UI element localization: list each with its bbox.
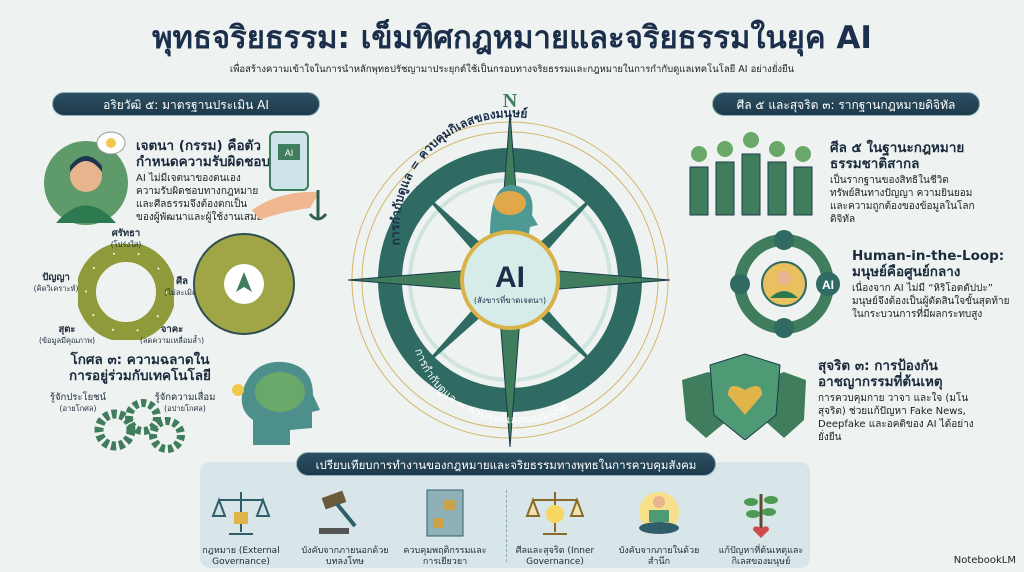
right-item-2-body: เนื่องจาก AI ไม่มี “หิริโอตตัปปะ” มนุษย์… bbox=[852, 283, 1010, 320]
notebooklm-branding: NotebookLM bbox=[953, 555, 1016, 566]
comparison-item: บังคับจากภายในด้วยสำนึก bbox=[614, 488, 704, 568]
intent-title: เจตนา (กรรม) คือตัวกำหนดความรับผิดชอบ bbox=[136, 138, 271, 170]
comparison-title: เปรียบเทียบการทำงานของกฎหมายและจริยธรรมท… bbox=[296, 452, 716, 476]
right-item-2-title: Human-in-the-Loop: มนุษย์คือศูนย์กลาง bbox=[852, 248, 1005, 280]
right-item-1-body: เป็นรากฐานของสิทธิในชีวิต ทรัพย์สินทางปั… bbox=[830, 175, 975, 225]
comparison-item: ศีลและสุจริต (Inner Governance) bbox=[510, 488, 600, 568]
comparison-item: ควบคุมพฤติกรรมและการเยียวยา bbox=[400, 488, 490, 568]
comparison-divider bbox=[506, 490, 507, 562]
kosala-decline: รู้จักความเสื่อม(อปายโกศล) bbox=[154, 392, 216, 413]
left-section-title: อริยวัฒิ ๕: มาตรฐานประเมิน AI bbox=[52, 92, 320, 116]
cycle-item-suta: สุตะ(ข้อมูลมีคุณภาพ) bbox=[38, 324, 96, 345]
comparison-item: กฎหมาย (External Governance) bbox=[196, 488, 286, 568]
cycle-item-saddha: ศรัทธา(โปร่งใส) bbox=[110, 228, 142, 249]
scales-lightbulb-icon bbox=[525, 492, 585, 535]
right-item-1-title: ศีล ๕ ในฐานะกฎหมายธรรมชาติสากล bbox=[830, 140, 965, 172]
gears-icon bbox=[94, 399, 185, 453]
comparison-panel bbox=[200, 462, 810, 568]
comparison-item: บังคับจากภายนอกด้วยบทลงโทษ bbox=[300, 488, 390, 568]
gavel-icon bbox=[319, 490, 357, 534]
north-label: N bbox=[503, 90, 518, 112]
right-item-3-title: สุจริต ๓: การป้องกันอาชญากรรมที่ต้นเหตุ bbox=[818, 358, 943, 390]
intent-body: AI ไม่มีเจตนาของตนเอง ความรับผิดชอบทางกฎ… bbox=[136, 173, 263, 223]
compass-center-note: (สังขารที่ขาดเจตนา) bbox=[474, 294, 546, 305]
shields-heart-icon bbox=[682, 353, 806, 440]
human-in-the-loop-icon: AI bbox=[730, 230, 840, 338]
cycle-item-panna: ปัญญา(คิดวิเคราะห์) bbox=[33, 272, 79, 293]
cycle-item-caga: จาคะ(ลดความเหลื่อมล้ำ) bbox=[139, 324, 205, 345]
right-section-title: ศีล ๕ และสุจริต ๓: รากฐานกฎหมายดิจิทัล bbox=[712, 92, 980, 116]
right-item-3-body: การควบคุมกาย วาจา และใจ (มโนสุจริต) ช่วย… bbox=[818, 393, 974, 443]
ai-compass-diagram: N AI (สังขารที่ขาดเจตนา) การกำกับดูแล = … bbox=[347, 90, 671, 448]
scales-lock-icon bbox=[211, 492, 271, 535]
five-segment-wheel-icon bbox=[193, 233, 295, 335]
meditation-icon bbox=[639, 492, 679, 534]
tree-heart-icon bbox=[744, 494, 778, 538]
kosala-benefit: รู้จักประโยชน์(อายโกศล) bbox=[49, 392, 107, 413]
page-subtitle: เพื่อสร้างความเข้าใจในการนำหลักพุทธปรัชญ… bbox=[229, 64, 795, 75]
five-pillars-icon bbox=[689, 132, 813, 216]
page-title: พุทธจริยธรรม: เข็มทิศกฎหมายและจริยธรรมใน… bbox=[152, 20, 872, 56]
compass-center-ai: AI bbox=[495, 261, 525, 294]
patched-panel-icon bbox=[426, 489, 464, 537]
ariyavaddhi-cycle-icon bbox=[78, 244, 174, 340]
comparison-item: แก้ปัญหาที่ต้นเหตุและกิเลสของมนุษย์ bbox=[716, 488, 806, 568]
ai-chip-label: AI bbox=[285, 148, 294, 158]
cycle-item-sila: ศีล(ไม่ละเมิด) bbox=[164, 276, 200, 297]
brain-head-icon bbox=[232, 361, 320, 445]
person-thinking-icon bbox=[44, 131, 128, 225]
svg-text:AI: AI bbox=[822, 278, 834, 292]
hand-ai-device-icon: AI bbox=[252, 131, 328, 221]
kosala-title: โกศล ๓: ความฉลาดในการอยู่ร่วมกับเทคโนโลย… bbox=[69, 352, 211, 384]
